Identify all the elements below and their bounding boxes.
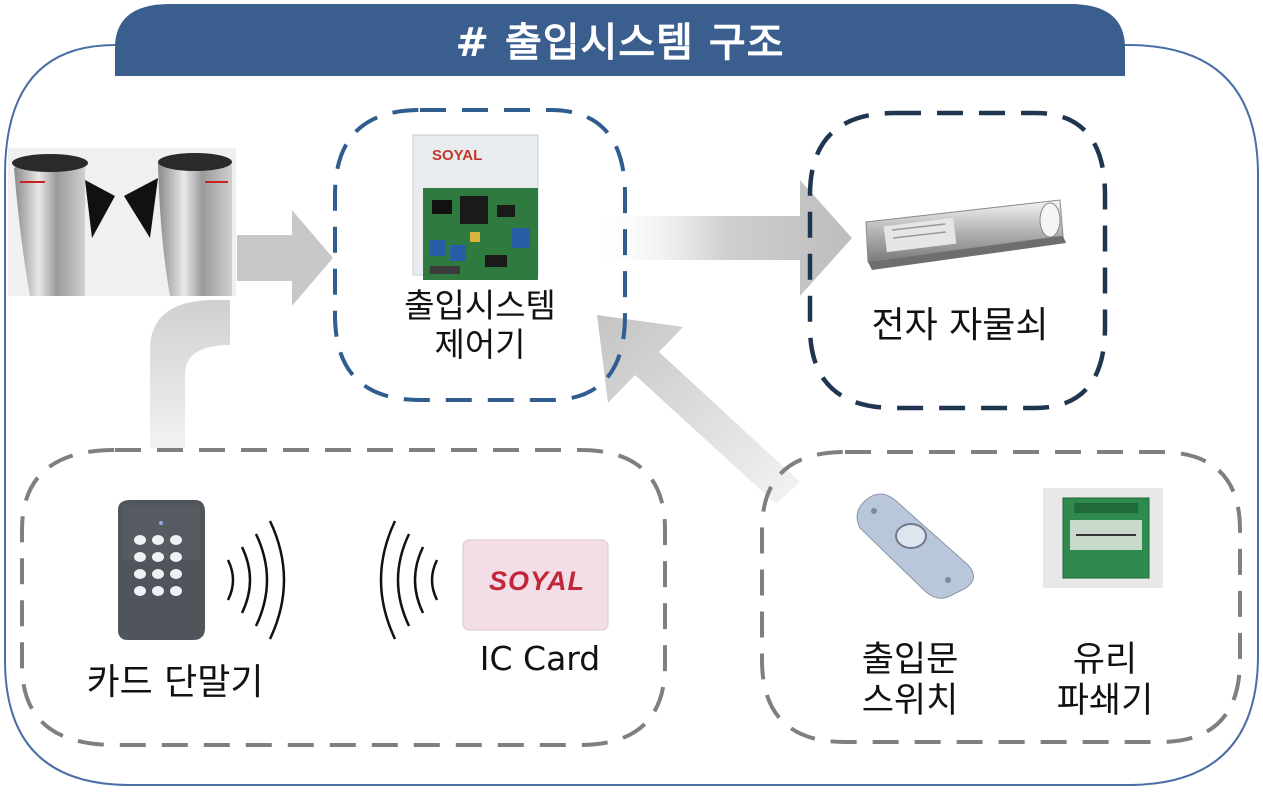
keypad-key xyxy=(170,535,182,545)
keypad-key xyxy=(152,569,164,579)
reader-group-outline xyxy=(20,448,667,747)
switch-group-outline xyxy=(760,450,1242,744)
card-signal-waves xyxy=(379,520,439,640)
arrow-gate-to-controller xyxy=(237,210,333,306)
title-bar xyxy=(115,4,1125,76)
arrow-terminal-to-gate xyxy=(150,300,230,448)
keypad-buttons xyxy=(134,535,182,596)
keypad-key xyxy=(134,586,146,596)
keypad-key xyxy=(170,586,182,596)
rfid-card-image xyxy=(462,539,609,631)
keypad-key xyxy=(134,535,146,545)
exit-push-button-image xyxy=(856,493,974,599)
circuit-board-image xyxy=(412,134,539,280)
arrow-switch-to-controller xyxy=(597,315,800,504)
reader-signal-waves xyxy=(226,520,286,640)
arrow-controller-to-lock xyxy=(600,180,852,296)
card-terminal-label: 카드 단말기 xyxy=(86,662,264,703)
keypad-key xyxy=(152,552,164,562)
keypad-key xyxy=(170,569,182,579)
ic-card-label: IC Card xyxy=(479,639,601,678)
electric-lock-label: 전자 자물쇠 xyxy=(871,305,1049,346)
exit-switch-label: 출입문 스위치 xyxy=(861,640,959,722)
keypad-key xyxy=(134,569,146,579)
glass-breaker-label: 유리 파쇄기 xyxy=(1056,640,1154,722)
keypad-key xyxy=(152,586,164,596)
keypad-key xyxy=(170,552,182,562)
lock-outline xyxy=(807,110,1108,411)
speed-gate-image xyxy=(8,148,236,296)
controller-label: 출입시스템 제어기 xyxy=(404,286,556,364)
card-brand: SOYAL xyxy=(488,566,585,596)
electric-bolt-lock-image xyxy=(865,199,1066,270)
keypad-key xyxy=(152,535,164,545)
controller-brand: SOYAL xyxy=(432,147,483,164)
controller-outline xyxy=(333,108,627,402)
keypad-key xyxy=(134,552,146,562)
emergency-break-glass-image xyxy=(1043,488,1163,588)
diagram-title: # 출입시스템 구조 xyxy=(455,20,785,66)
